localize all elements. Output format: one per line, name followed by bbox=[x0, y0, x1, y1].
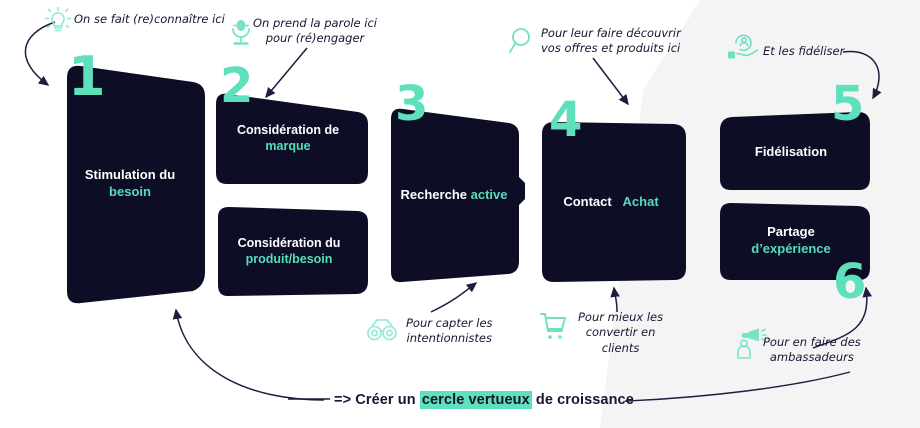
step-box-2-text: Considération de marque bbox=[227, 122, 349, 154]
step-6-line1: Partage bbox=[767, 224, 815, 240]
step-5-line1: Fidélisation bbox=[754, 143, 828, 159]
step-box-1-text: Stimulation du besoin bbox=[75, 167, 185, 200]
arrow-loop-back bbox=[172, 308, 325, 401]
microphone-icon bbox=[232, 20, 250, 45]
callout-5: Pour capter les intentionnistes bbox=[406, 316, 493, 347]
step-2-line1: Considération de bbox=[236, 123, 340, 137]
step-box-2-shape bbox=[216, 93, 368, 184]
step-2b-line1: Considération du bbox=[237, 236, 341, 250]
bottom-statement-suffix: de croissance bbox=[531, 392, 634, 408]
step-2-line2: marque bbox=[265, 139, 311, 153]
step-4-line2: Achat bbox=[622, 193, 659, 209]
bottom-statement: => Créer un cercle vertueux de croissanc… bbox=[334, 391, 634, 409]
callout-3: Pour leur faire découvrir vos offres et … bbox=[541, 26, 681, 57]
step-box-2b-text: Considération du produit/besoin bbox=[228, 235, 351, 267]
callout-6: Pour mieux les convertir en clients bbox=[578, 310, 663, 356]
bottom-rule-right bbox=[624, 371, 851, 402]
lightbulb-icon bbox=[44, 7, 72, 32]
step-number-6: 6 bbox=[833, 254, 867, 310]
callout-5-text: Pour capter les intentionnistes bbox=[406, 316, 493, 346]
step-box-1-shape bbox=[67, 65, 205, 304]
step-box-2b[interactable]: Considération du produit/besoin bbox=[210, 205, 368, 297]
step-number-5: 5 bbox=[831, 76, 865, 132]
step-box-2[interactable]: Considération de marque bbox=[208, 90, 368, 186]
callout-1-text: On se fait (re)connaître ici bbox=[74, 12, 225, 26]
arrow-to-step-4b bbox=[610, 286, 620, 313]
loyalty-hand-icon bbox=[728, 34, 759, 59]
bottom-statement-prefix: => Créer un bbox=[334, 392, 420, 408]
step-number-1: 1 bbox=[68, 45, 106, 108]
shopping-cart-icon bbox=[540, 313, 567, 339]
binoculars-icon bbox=[367, 319, 397, 341]
step-box-3[interactable]: Recherche active bbox=[383, 105, 525, 285]
step-2b-line2: produit/besoin bbox=[245, 252, 333, 266]
callout-2: On prend la parole ici pour (ré)engager bbox=[253, 16, 377, 47]
step-box-2b-shape bbox=[218, 207, 368, 296]
step-6-line2: d’expérience bbox=[751, 241, 831, 256]
step-box-3-text: Recherche active bbox=[391, 187, 518, 204]
step-number-3: 3 bbox=[395, 76, 429, 132]
step-4-line1: Contact bbox=[563, 193, 616, 209]
callout-2-text: On prend la parole ici pour (ré)engager bbox=[253, 16, 377, 46]
step-3-line1: Recherche bbox=[400, 186, 471, 202]
bottom-statement-highlight: cercle vertueux bbox=[419, 391, 532, 409]
step-1-line2: besoin bbox=[109, 184, 151, 199]
magnifier-icon bbox=[509, 28, 530, 53]
callout-7-text: Pour en faire des ambassadeurs bbox=[763, 335, 861, 365]
callout-4-text: Et les fidéliser bbox=[763, 44, 845, 58]
callout-3-text: Pour leur faire découvrir vos offres et … bbox=[541, 26, 681, 56]
arrow-to-step-3 bbox=[430, 282, 478, 313]
step-number-4: 4 bbox=[549, 92, 583, 148]
step-box-1[interactable]: Stimulation du besoin bbox=[55, 60, 205, 308]
callout-4: Et les fidéliser bbox=[763, 44, 844, 59]
step-1-line1: Stimulation du bbox=[84, 167, 176, 183]
step-box-6-text: Partage d’expérience bbox=[741, 224, 841, 257]
callout-7: Pour en faire des ambassadeurs bbox=[763, 335, 861, 366]
step-number-2: 2 bbox=[220, 58, 254, 114]
arrow-to-step-4 bbox=[592, 57, 629, 106]
step-3-line2: active bbox=[470, 186, 508, 202]
step-box-5-text: Fidélisation bbox=[745, 144, 837, 161]
callout-1: On se fait (re)connaître ici bbox=[74, 12, 225, 27]
callout-6-text: Pour mieux les convertir en clients bbox=[578, 310, 664, 355]
step-box-4-text: Contact Achat bbox=[553, 194, 668, 211]
